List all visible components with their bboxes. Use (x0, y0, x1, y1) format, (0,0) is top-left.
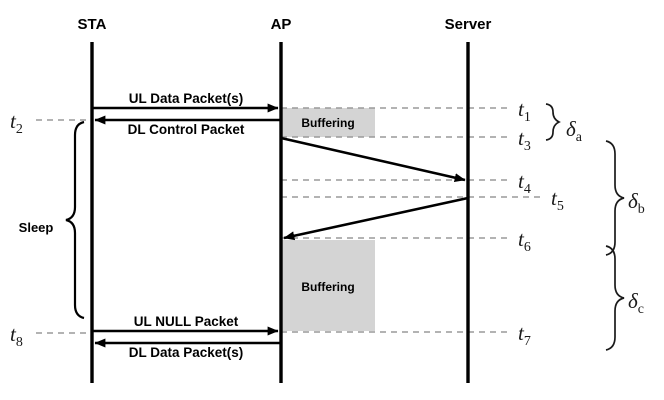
buffering-block-1: Buffering (281, 108, 375, 137)
message-dl-control-packet-label: DL Control Packet (128, 122, 245, 137)
message-ul-null-packet-label: UL NULL Packet (134, 314, 239, 329)
message-server-to-ap (283, 196, 469, 241)
buffering-block-1-label: Buffering (301, 116, 354, 130)
message-ap-to-server (280, 136, 466, 183)
message-ul-null-packet: UL NULL Packet (93, 314, 279, 336)
time-label-t3: t3 (518, 126, 531, 154)
time-label-t1: t1 (518, 97, 531, 125)
interval-brace-delta-b (605, 140, 625, 256)
sleep-brace (65, 120, 85, 320)
message-dl-data-packets-label: DL Data Packet(s) (129, 345, 244, 360)
message-ul-data-packets: UL Data Packet(s) (93, 91, 279, 113)
time-label-t5: t5 (551, 186, 564, 214)
interval-brace-delta-a (545, 103, 561, 141)
interval-label-delta-b: δb (628, 189, 645, 217)
lifeline-label-ap: AP (271, 16, 292, 33)
message-ul-data-packets-label: UL Data Packet(s) (129, 91, 244, 106)
buffering-block-2: Buffering (281, 240, 375, 331)
message-dl-control-packet: DL Control Packet (94, 115, 280, 137)
time-label-t7: t7 (518, 321, 531, 349)
time-label-t2: t2 (10, 109, 23, 137)
time-label-t4: t4 (518, 169, 531, 197)
lifeline-label-server: Server (445, 16, 492, 33)
interval-label-delta-a: δa (566, 117, 583, 145)
interval-brace-delta-c (605, 245, 625, 351)
message-dl-data-packets: DL Data Packet(s) (94, 338, 280, 360)
time-label-t6: t6 (518, 227, 531, 255)
interval-label-delta-c: δc (628, 289, 644, 317)
lifeline-label-sta: STA (78, 16, 107, 33)
sleep-label: Sleep (19, 220, 54, 235)
time-label-t8: t8 (10, 322, 23, 350)
buffering-block-2-label: Buffering (301, 280, 354, 294)
